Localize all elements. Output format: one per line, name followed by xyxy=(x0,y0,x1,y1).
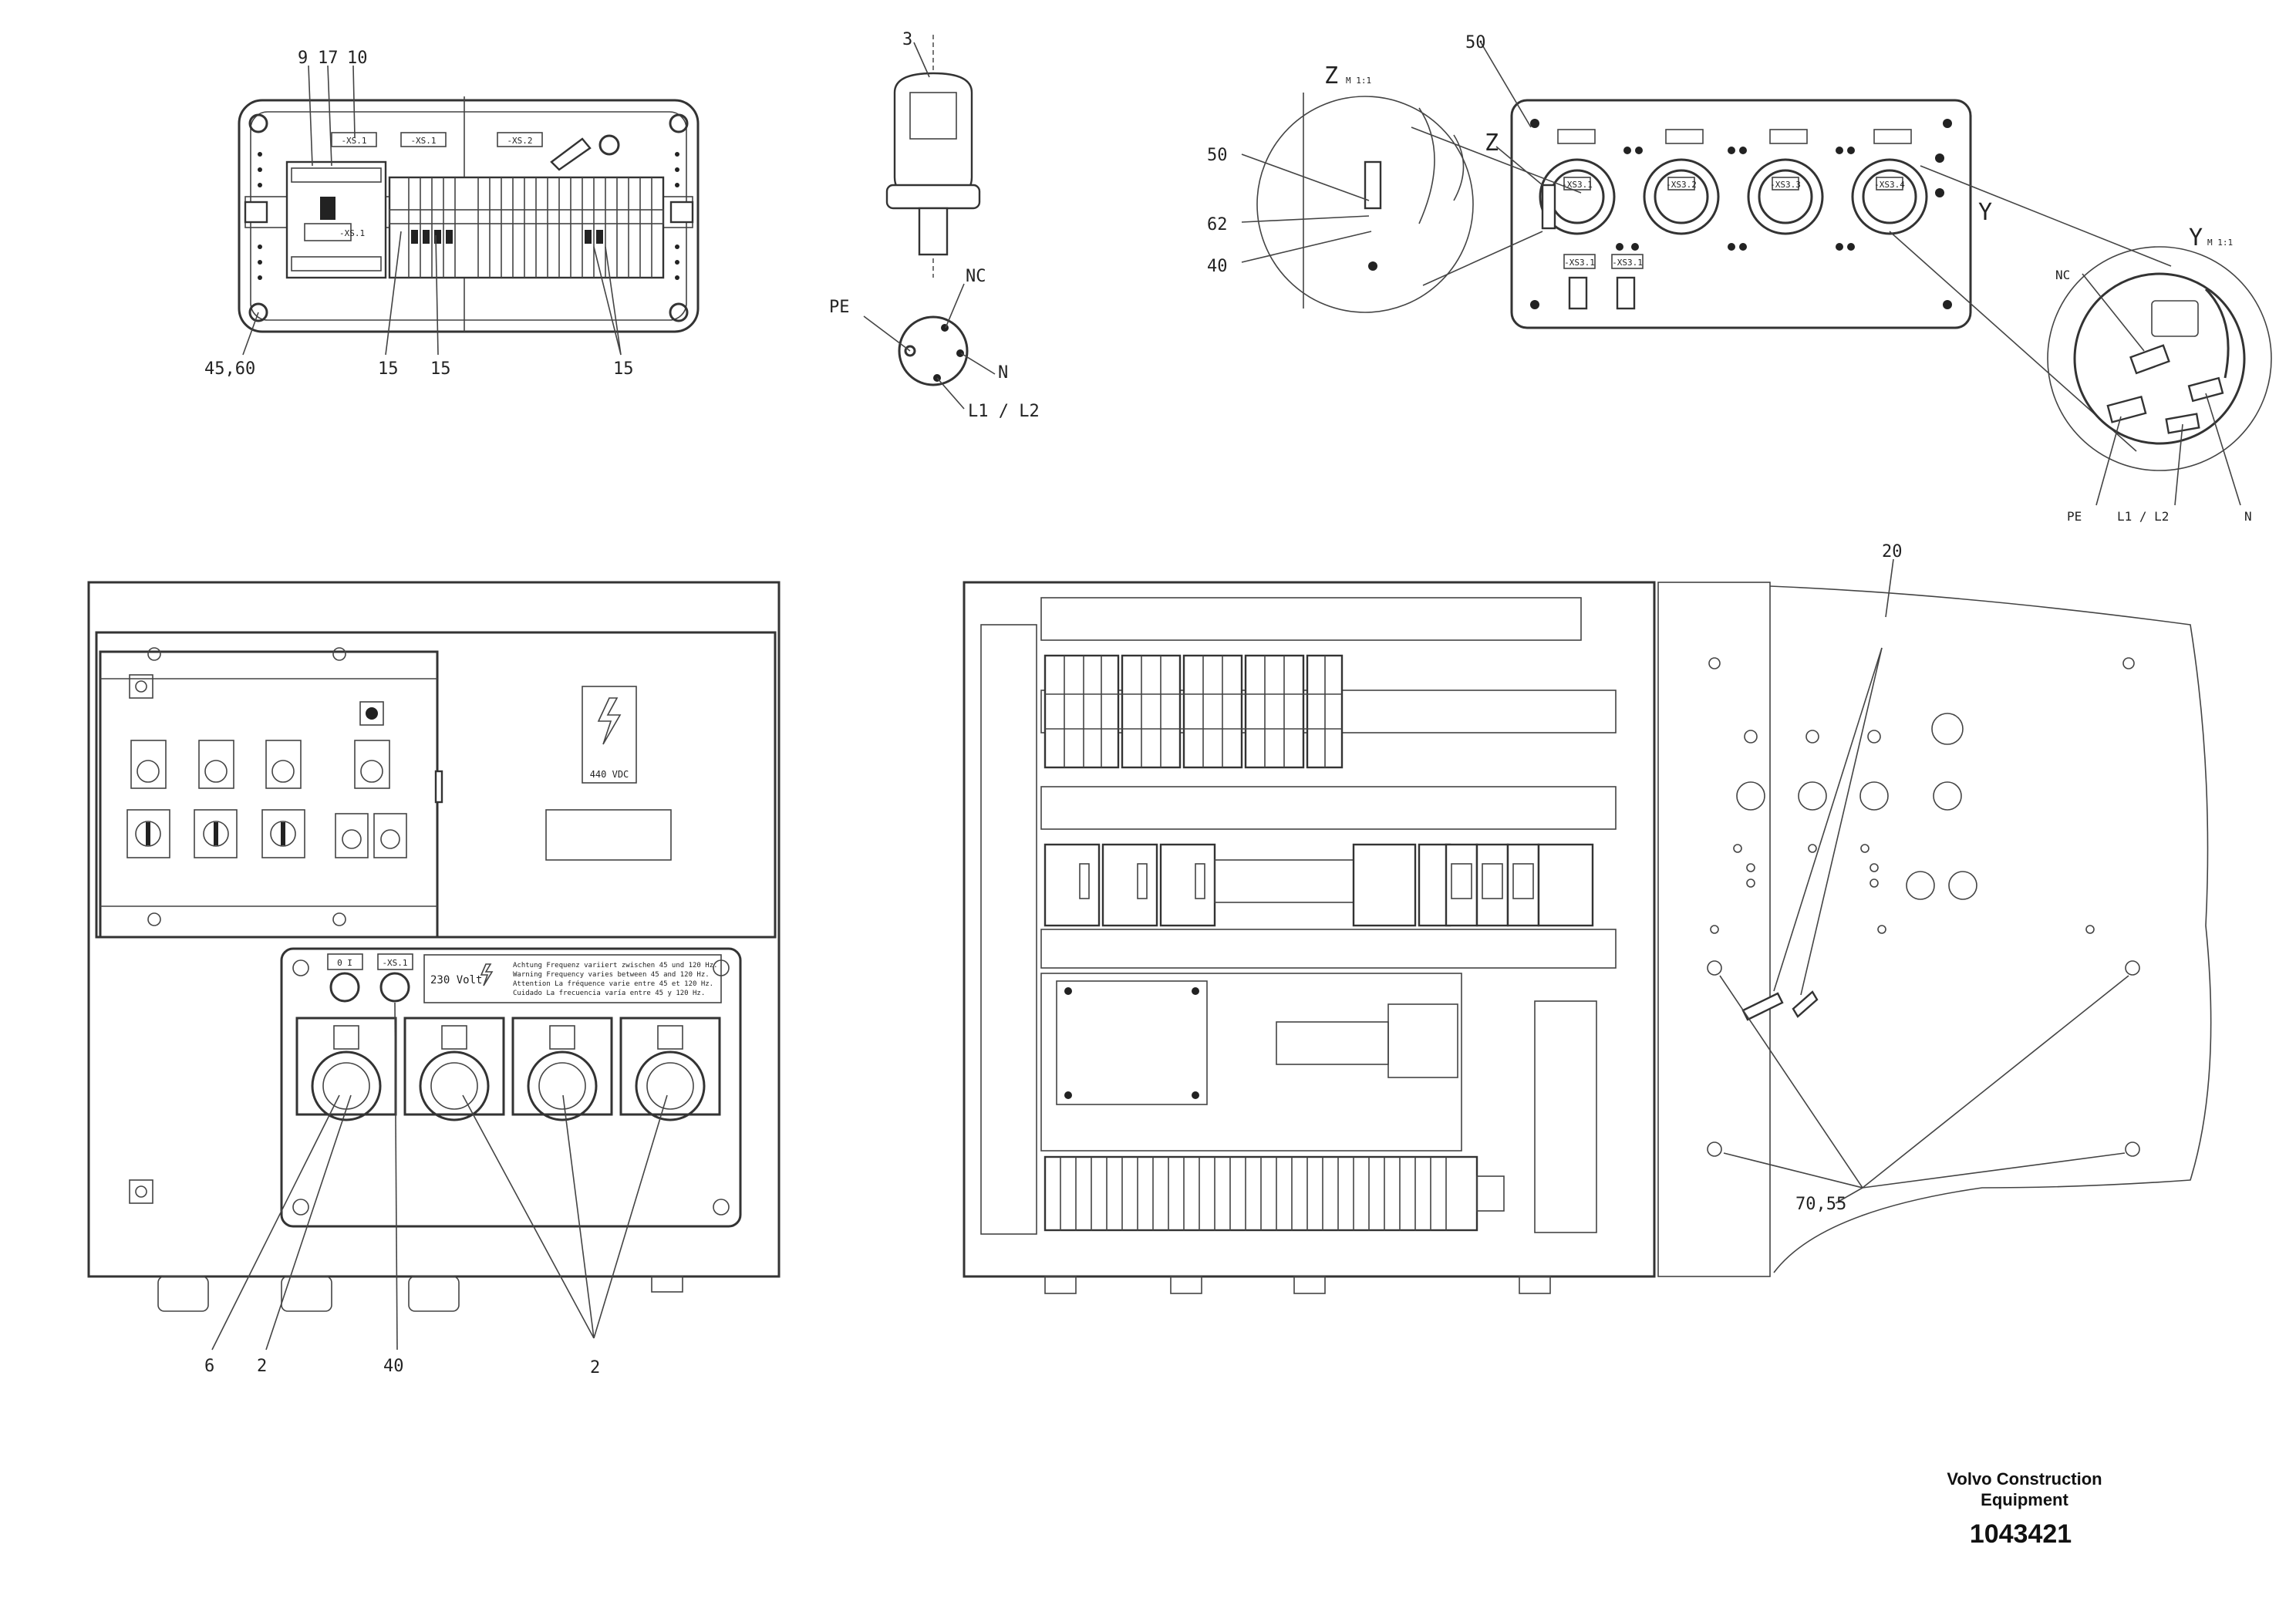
switch-label: -XS.1 xyxy=(382,958,407,968)
xs-label: -XS.1 xyxy=(339,228,365,238)
socket-label: -XS3.2 xyxy=(1666,180,1697,190)
warning-line-fr: Attention La fréquence varie entre 45 et… xyxy=(513,980,713,988)
company-name-line2: Equipment xyxy=(1981,1490,2068,1509)
detail-y-pin-nc: NC xyxy=(2055,268,2070,282)
warning-line-es: Cuidado La frecuencia varía entre 45 y 1… xyxy=(513,990,705,997)
socket-voltage-label: 230 Volt xyxy=(430,974,482,986)
view-z-scale: M 1:1 xyxy=(1346,76,1371,86)
socket-panel-view: -XS3.1 -XS3.2 -XS3.3 -XS3.4 -XS3.1 -XS3.… xyxy=(1207,33,2272,524)
view-y-arrow-label: Y xyxy=(1978,199,1992,226)
callout-2: 2 xyxy=(257,1357,267,1376)
open-cabinet-view: 20 70,55 xyxy=(963,542,2212,1294)
callout-20: 20 xyxy=(1882,542,1903,561)
plug-detail: 3 PE NC N L1 / L2 xyxy=(829,30,1040,421)
callout-40: 40 xyxy=(383,1357,404,1376)
detail-y-pin-pe: PE xyxy=(2067,509,2082,524)
callout-70-55: 70,55 xyxy=(1795,1195,1846,1214)
detail-y-pin-l1-l2: L1 / L2 xyxy=(2117,509,2169,524)
xs-label: -XS.2 xyxy=(507,136,532,146)
socket-label: -XS3.4 xyxy=(1874,180,1905,190)
callout-50: 50 xyxy=(1465,33,1486,52)
front-cabinet-view: 440 VDC 0 I -XS.1 230 Volt Achtung Frequ… xyxy=(87,581,781,1378)
view-y-scale: M 1:1 xyxy=(2207,238,2233,248)
callout-2: 2 xyxy=(590,1358,600,1378)
company-name-line1: Volvo Construction xyxy=(1947,1469,2102,1489)
drawing-number: 1043421 xyxy=(1970,1519,2072,1549)
callout-15: 15 xyxy=(613,359,634,379)
callout-10: 10 xyxy=(347,49,368,68)
callout-50: 50 xyxy=(1207,146,1228,165)
terminal-box-view: -XS.1 -XS.1 -XS.2 -XS.1 9 17 10 45,60 15… xyxy=(204,49,700,379)
callout-45-60: 45,60 xyxy=(204,359,255,379)
warning-line-de: Achtung Frequenz variiert zwischen 45 un… xyxy=(513,962,718,969)
view-z-marker: Z xyxy=(1324,62,1338,89)
callout-6: 6 xyxy=(204,1357,214,1376)
switch-label: -XS3.1 xyxy=(1564,258,1595,268)
callout-9: 9 xyxy=(298,49,308,68)
callout-40: 40 xyxy=(1207,257,1228,276)
xs-label: -XS.1 xyxy=(410,136,436,146)
view-y-marker: Y xyxy=(2189,224,2203,251)
title-block: Volvo Construction Equipment 1043421 xyxy=(1947,1469,2102,1549)
callout-17: 17 xyxy=(318,49,339,68)
socket-label: -XS3.1 xyxy=(1562,180,1593,190)
pin-nc-label: NC xyxy=(966,267,986,286)
callout-15: 15 xyxy=(430,359,451,379)
view-z-arrow-label: Z xyxy=(1485,130,1499,157)
callout-62: 62 xyxy=(1207,215,1228,234)
xs-label: -XS.1 xyxy=(341,136,366,146)
voltage-sign-label: 440 VDC xyxy=(590,769,629,780)
warning-line-en: Warning Frequency varies between 45 and … xyxy=(513,971,710,979)
callout-15: 15 xyxy=(378,359,399,379)
pin-n-label: N xyxy=(998,363,1008,383)
switch-label: -XS3.1 xyxy=(1612,258,1643,268)
detail-y-pin-n: N xyxy=(2244,509,2252,524)
socket-label: -XS3.3 xyxy=(1770,180,1801,190)
pin-pe-label: PE xyxy=(829,298,850,317)
switch-label: 0 I xyxy=(337,958,352,968)
pin-l1-l2-label: L1 / L2 xyxy=(968,402,1040,421)
callout-3: 3 xyxy=(902,30,912,49)
